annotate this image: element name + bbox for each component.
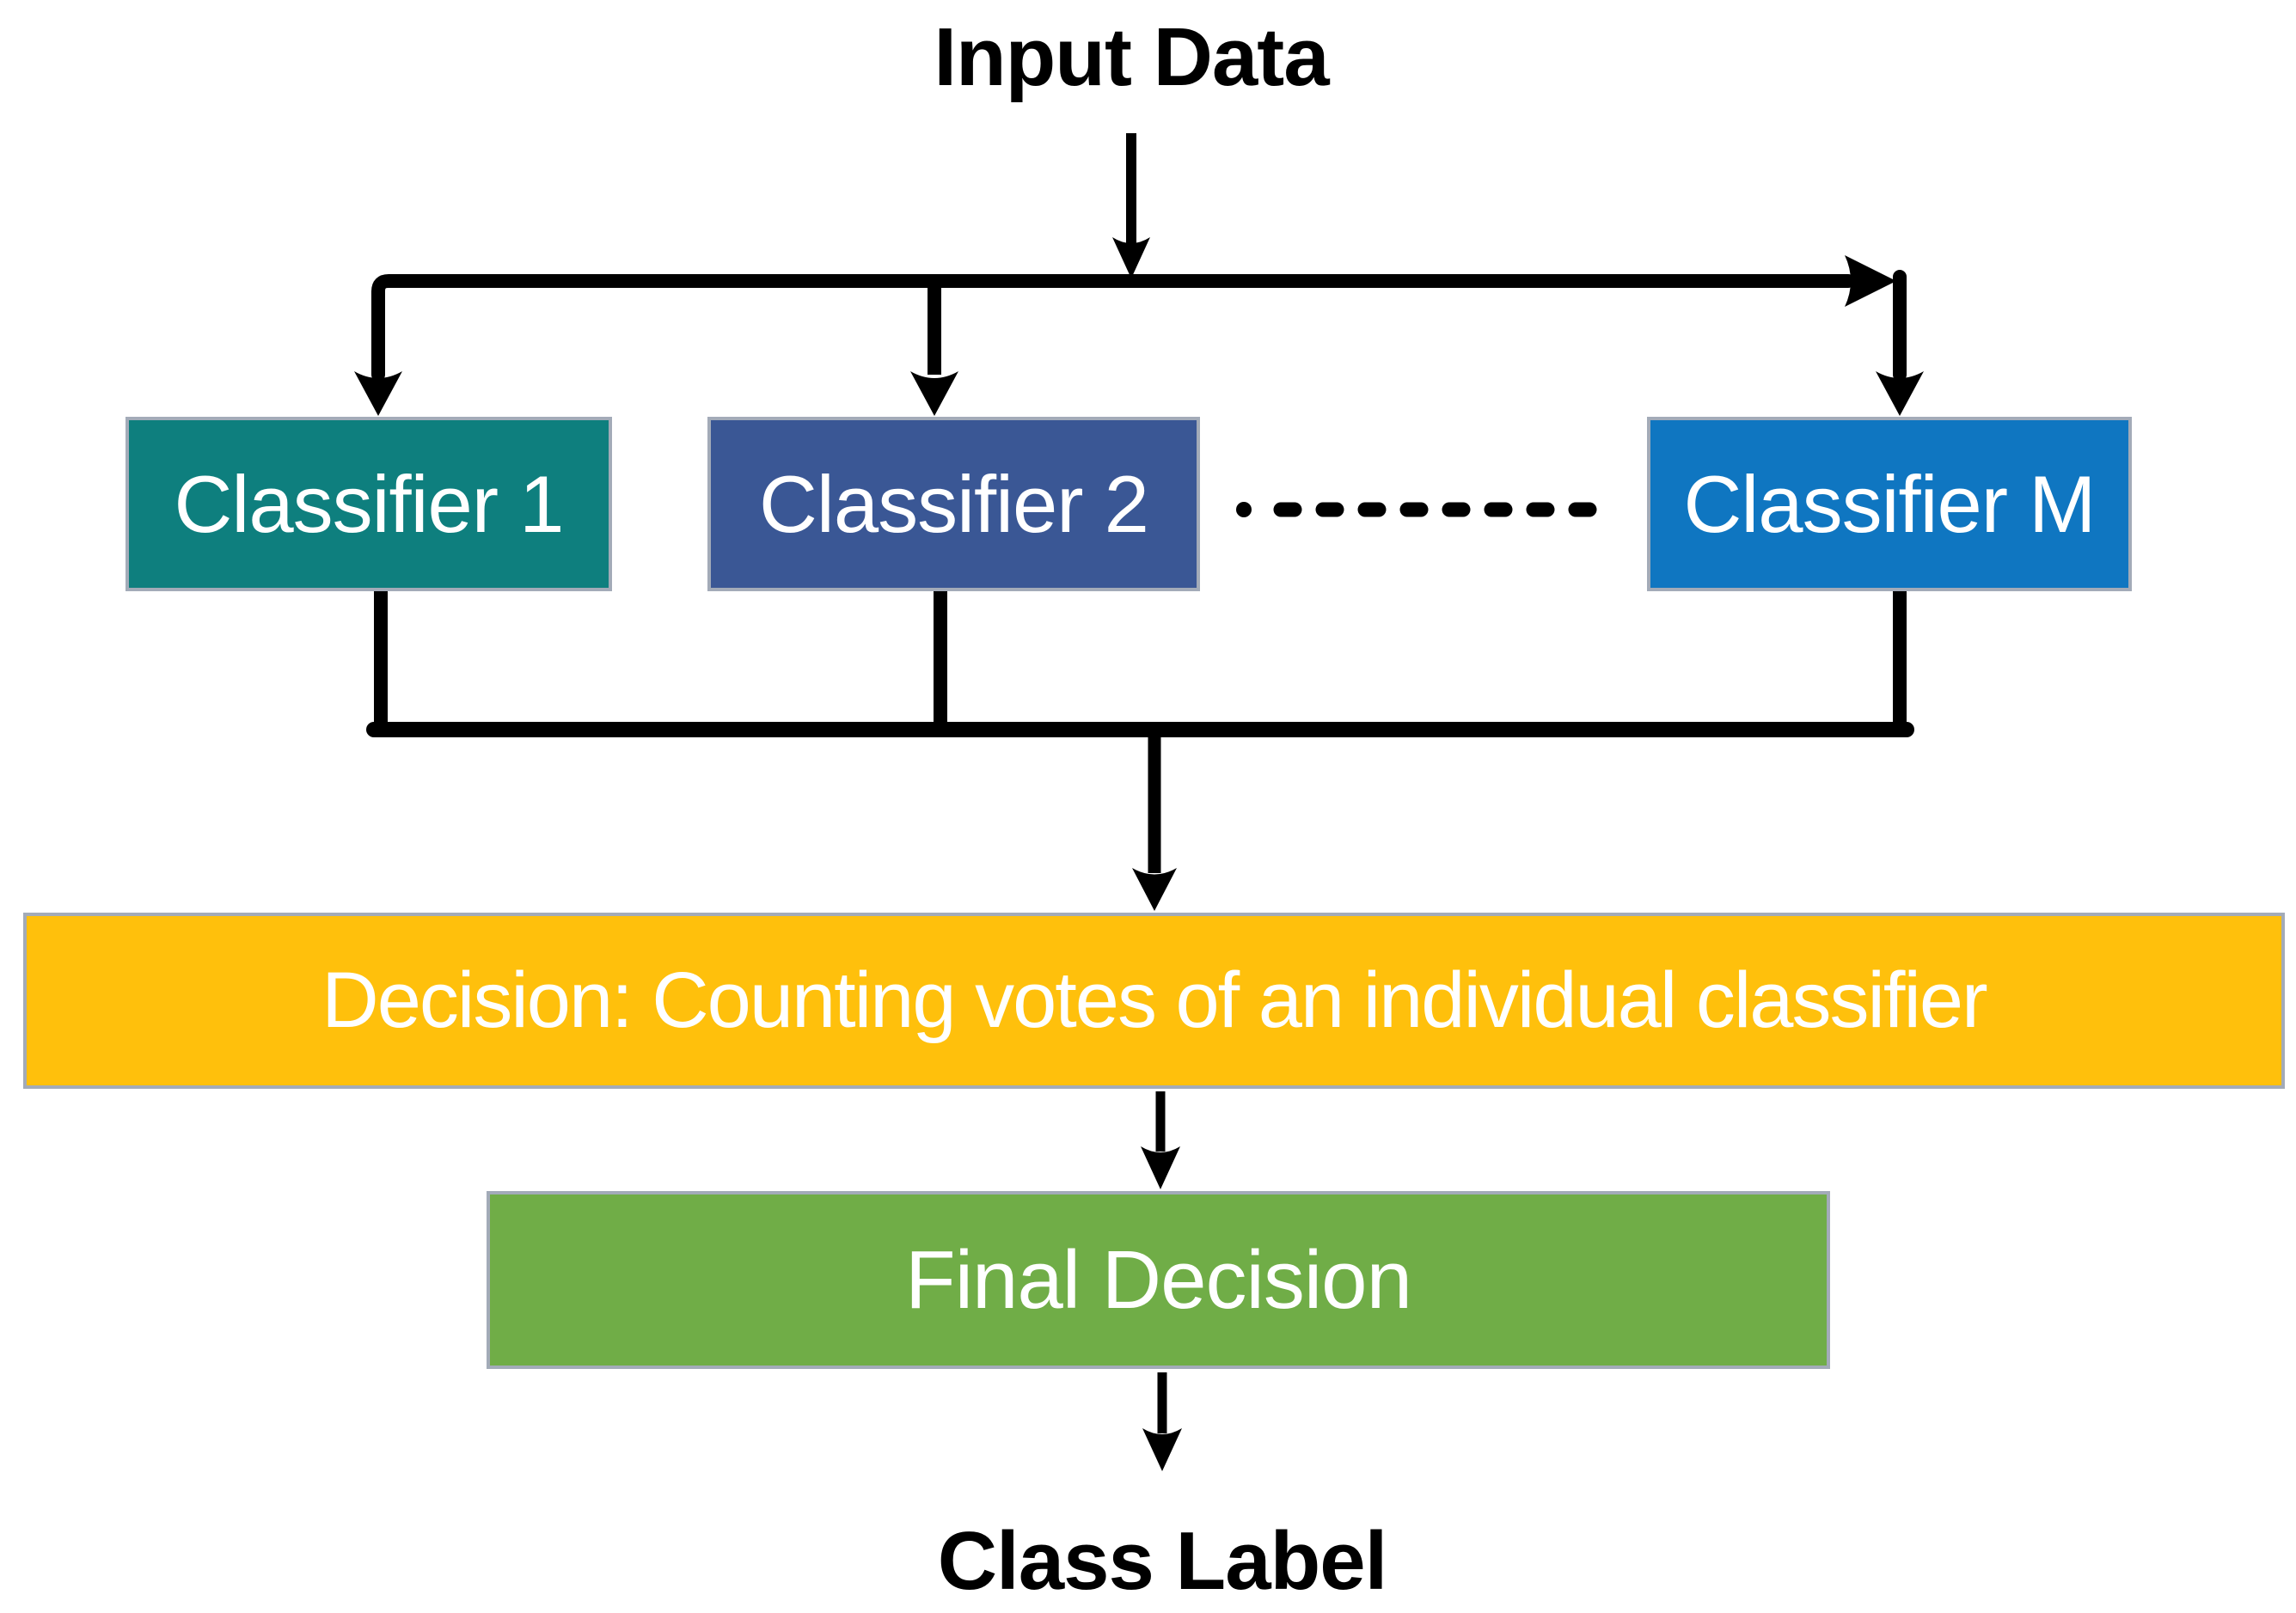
classifier-m-box: Classifier M bbox=[1647, 417, 2132, 591]
arrow-to-classifier-m-icon bbox=[1876, 270, 1924, 416]
classifier-1-box: Classifier 1 bbox=[126, 417, 612, 591]
decision-bar-label: Decision: Counting votes of an individua… bbox=[321, 956, 1987, 1044]
final-decision-label: Final Decision bbox=[905, 1233, 1412, 1326]
merge-lines bbox=[366, 590, 1914, 737]
distribution-line bbox=[371, 255, 1896, 382]
arrow-to-classifier-1-icon bbox=[354, 371, 402, 416]
input-data-label: Input Data bbox=[934, 11, 1329, 103]
ellipsis-dashed-line bbox=[1236, 502, 1600, 517]
class-label-text: Class Label bbox=[937, 1515, 1388, 1607]
arrow-right-icon bbox=[1845, 255, 1896, 307]
arrow-merge-to-decision-icon bbox=[1132, 733, 1177, 911]
arrow-to-classifier-2-icon bbox=[910, 281, 958, 416]
final-decision-box: Final Decision bbox=[487, 1191, 1830, 1369]
arrow-final-to-label-icon bbox=[1142, 1372, 1182, 1471]
classifier-2-box: Classifier 2 bbox=[707, 417, 1200, 591]
classifier-1-label: Classifier 1 bbox=[174, 458, 565, 549]
decision-bar: Decision: Counting votes of an individua… bbox=[23, 913, 2285, 1089]
arrow-input-to-split-icon bbox=[1112, 133, 1150, 278]
classifier-m-label: Classifier M bbox=[1683, 458, 2097, 549]
classifier-2-label: Classifier 2 bbox=[759, 458, 1149, 549]
arrow-decision-to-final-icon bbox=[1141, 1091, 1180, 1189]
